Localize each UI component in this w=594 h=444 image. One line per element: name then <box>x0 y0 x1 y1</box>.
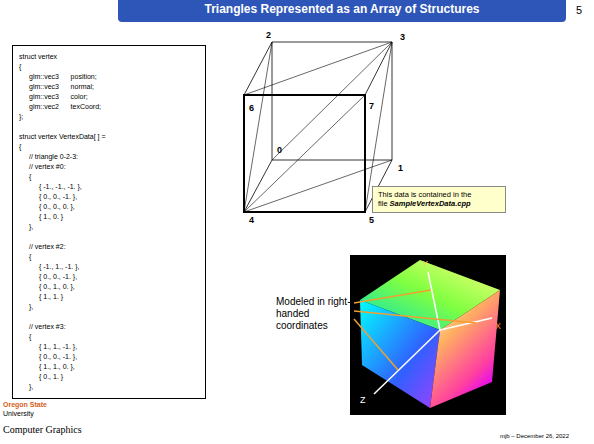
vertex-number: 7 <box>369 102 374 112</box>
code-line: { 0., 0., 0. }, <box>19 202 199 212</box>
note-box: This data is contained in the fileSample… <box>372 186 506 213</box>
cube-edges <box>244 42 392 212</box>
code-line: { <box>19 332 199 342</box>
vertex-number: 1 <box>398 164 403 174</box>
footer-date: mjb – December 26, 2022 <box>500 433 569 440</box>
code-line: }, <box>19 382 199 392</box>
code-line: { 1., 1. } <box>19 292 199 302</box>
axis-label: Y <box>422 260 428 270</box>
note-text: SampleVertexData.cpp <box>390 199 471 208</box>
code-line: { -1., 1., -1. }, <box>19 262 199 272</box>
code-line: { <box>19 252 199 262</box>
code-box: struct vertex{glm::vec3 position;glm::ve… <box>12 45 206 399</box>
slide-number: 5 <box>576 4 582 16</box>
footer-text: Computer Graphics <box>3 424 82 435</box>
code-line: }, <box>19 222 199 232</box>
code-line: glm::vec2 texCoord; <box>19 102 199 112</box>
annotation: Modeled in right-handed coordinates <box>276 296 352 332</box>
vertex-number: 6 <box>249 104 254 114</box>
slide-title: Triangles Represented as an Array of Str… <box>118 3 566 16</box>
color-cube <box>350 255 506 415</box>
code-line: { 0., 0., -1. }, <box>19 352 199 362</box>
axes <box>374 272 492 394</box>
code-line: { 1., 1., -1. }, <box>19 342 199 352</box>
code-line: { 1., 1., 0. }, <box>19 362 199 372</box>
code-line: { <box>19 62 199 72</box>
code-line: { 1., 0. } <box>19 212 199 222</box>
code-line: { -1., -1., -1. }, <box>19 182 199 192</box>
code-line: // triangle 0-2-3: <box>19 152 199 162</box>
code-line: struct vertex VertexData[ ] = <box>19 132 199 142</box>
code-line: // vertex #0: <box>19 162 199 172</box>
code-line: { 0., 1. } <box>19 372 199 382</box>
code-line: struct vertex <box>19 52 199 62</box>
code-line: }; <box>19 112 199 122</box>
code-line: { 0., 0., -1. }, <box>19 192 199 202</box>
code-line: }, <box>19 302 199 312</box>
code-line: // vertex #3: <box>19 322 199 332</box>
logo-text: Oregon State <box>3 401 47 409</box>
axis-label: X <box>495 322 501 332</box>
leader-lines <box>354 290 476 370</box>
vertex-number: 5 <box>369 216 374 226</box>
code-line: { 0., 1., 0. }, <box>19 282 199 292</box>
code-line: { <box>19 172 199 182</box>
code-line: { <box>19 142 199 152</box>
vertex-number: 4 <box>249 216 254 226</box>
vertex-number: 0 <box>277 146 282 156</box>
code-line: // vertex #2: <box>19 242 199 252</box>
code-line: glm::vec3 color; <box>19 92 199 102</box>
code-line: glm::vec3 position; <box>19 72 199 82</box>
code-line: glm::vec3 normal; <box>19 82 199 92</box>
vertex-number: 2 <box>266 31 271 41</box>
vertex-number: 3 <box>400 33 405 43</box>
axis-label: Z <box>360 396 366 406</box>
logo-text: University <box>3 410 34 418</box>
code-line: { 0., 0., -1. }, <box>19 272 199 282</box>
